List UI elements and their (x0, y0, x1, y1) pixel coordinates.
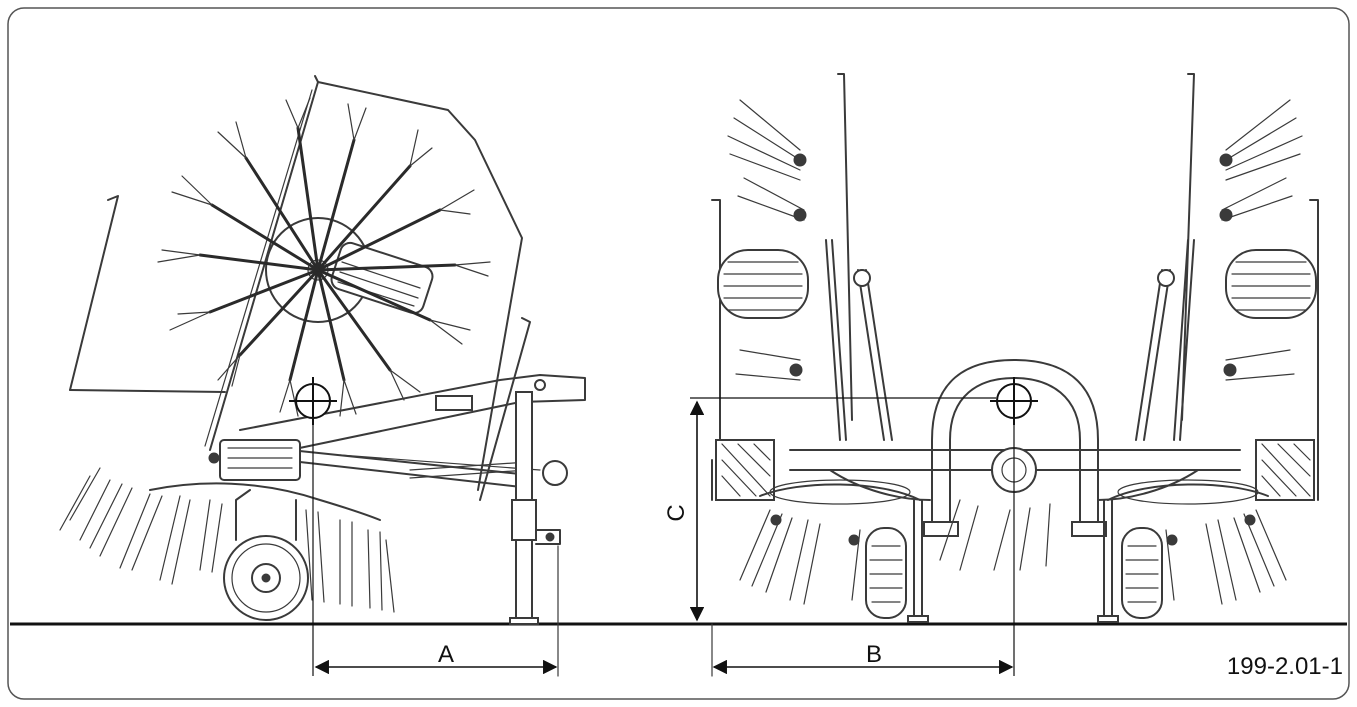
dimension-c: C (663, 400, 705, 622)
rear-stands (907, 499, 1119, 623)
tine-tips (157, 97, 491, 417)
dimension-label-b: B (866, 641, 882, 668)
center-of-gravity-symbol-rear (690, 377, 1038, 676)
upper-wheels (717, 249, 1317, 319)
figure-reference-number: 199-2.01-1 (1227, 653, 1343, 680)
rotor-decks (759, 479, 1269, 505)
dimension-label-a: A (438, 641, 454, 668)
lower-gearbox (208, 439, 301, 481)
center-arch (923, 359, 1107, 537)
dimension-label-c: C (663, 504, 690, 521)
tine-arms (198, 126, 457, 382)
cross-beam (789, 447, 1241, 501)
support-stand (509, 391, 561, 625)
rotor-hub (265, 217, 434, 323)
hydraulic-cylinders (825, 239, 1195, 441)
dimension-b: B (711, 623, 1014, 677)
center-of-gravity-symbol (289, 377, 337, 676)
dimension-a: A (314, 623, 559, 677)
rear-lower-tines (739, 499, 1287, 605)
warning-panels (715, 439, 1315, 501)
lower-tines (59, 467, 395, 613)
rotor-guard-frame (69, 75, 531, 501)
upper-tine-clusters (727, 99, 1303, 381)
rear-view-machine (690, 73, 1319, 676)
drawing-frame (7, 7, 1350, 700)
side-wheel (223, 489, 309, 621)
upright-guard-rails (711, 73, 1319, 501)
rear-ground-wheels (865, 527, 1163, 619)
side-view-machine (59, 75, 586, 676)
